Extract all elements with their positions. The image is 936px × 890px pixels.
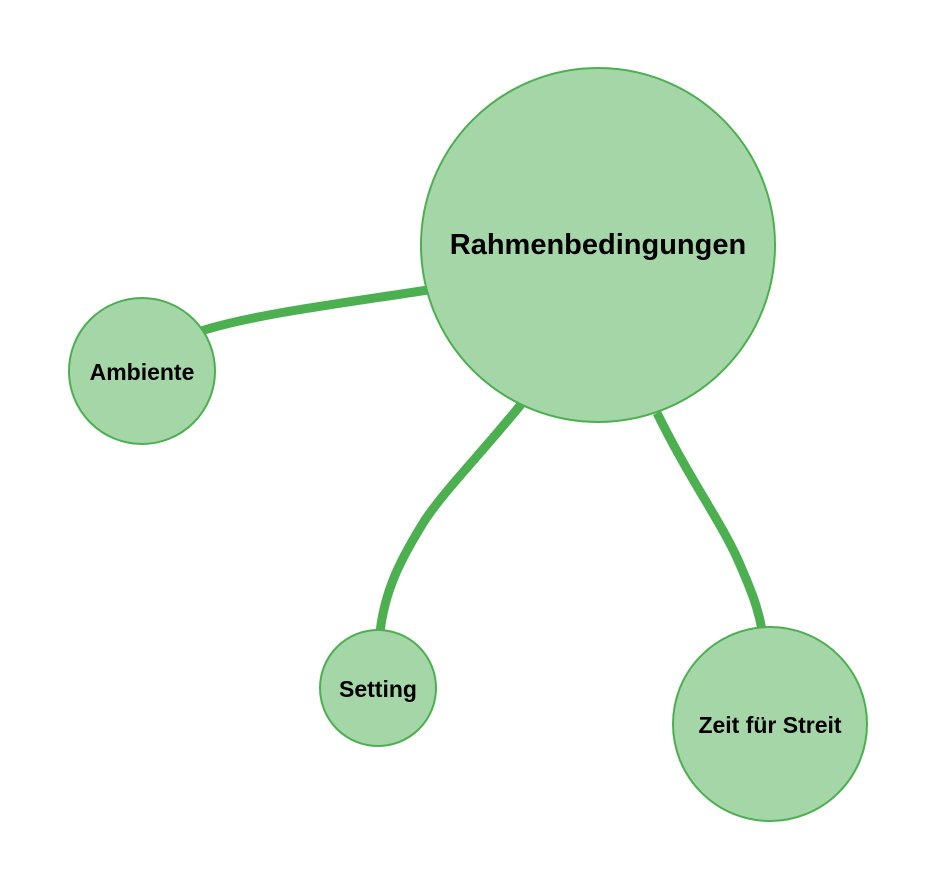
connector-ambiente xyxy=(196,285,429,337)
child-node-label: Zeit für Streit xyxy=(698,712,841,738)
child-node-ambiente[interactable]: Ambiente xyxy=(68,297,216,445)
child-node-circle xyxy=(319,629,437,747)
child-node-zeit-fuer-streit[interactable]: Zeit für Streit xyxy=(672,626,868,822)
connector-setting xyxy=(375,399,527,633)
child-node-circle xyxy=(68,297,216,445)
connector-zeit-fuer-streit xyxy=(652,411,767,631)
root-node[interactable]: Rahmenbedingungen xyxy=(420,67,776,423)
child-node-setting[interactable]: Setting xyxy=(319,629,437,747)
child-node-label: Ambiente xyxy=(90,359,195,385)
child-node-label: Setting xyxy=(339,676,417,702)
root-node-label: Rahmenbedingungen xyxy=(450,229,746,261)
root-node-circle xyxy=(420,67,776,423)
connectors xyxy=(196,285,767,633)
child-node-circle xyxy=(672,626,868,822)
